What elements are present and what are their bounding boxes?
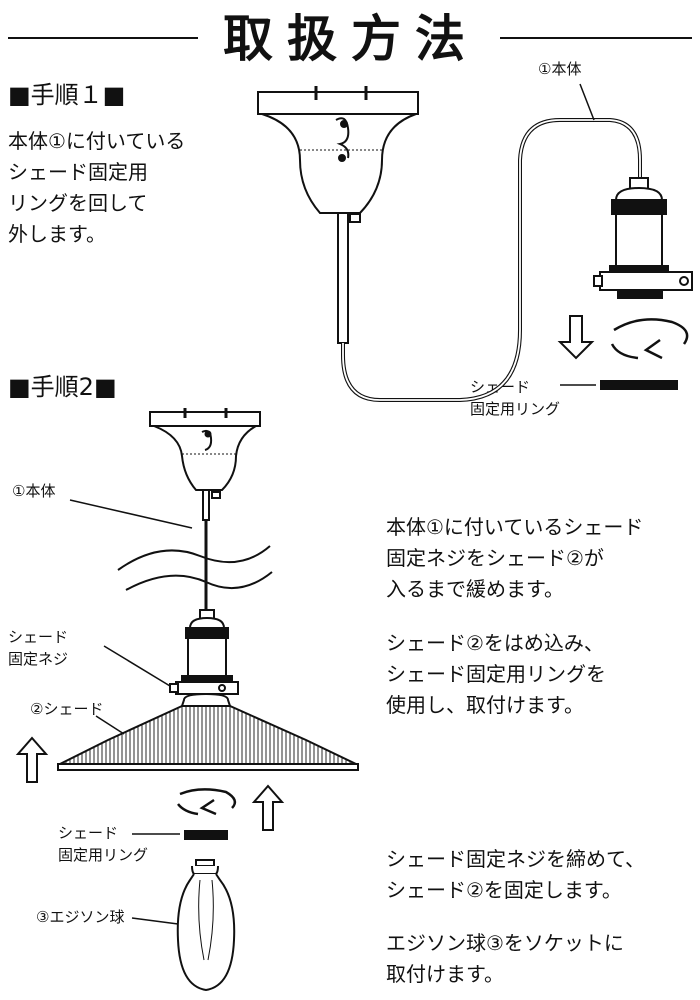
step2-rotate-icon [177, 788, 237, 816]
step1-body-leader [579, 83, 595, 121]
step1-ring-part [600, 380, 678, 390]
step2-rod [202, 489, 221, 521]
para-line: 入るまで緩めます。 [386, 577, 564, 601]
step2-bulb-label: ③エジソン球 [36, 908, 125, 926]
step2-bulb [176, 859, 236, 992]
step2-para-2: シェード②をはめ込み、 シェード固定用リングを 使用し、取付けます。 [386, 628, 606, 721]
step1-socket [593, 177, 693, 299]
para-line: シェード固定ネジを締めて、 [386, 847, 645, 871]
step1-body-label: ①本体 [538, 60, 582, 78]
title-rule-left [8, 37, 198, 39]
para-line: シェード②をはめ込み、 [386, 631, 604, 655]
step1-down-arrow-icon [557, 315, 595, 360]
step1-canopy [257, 86, 419, 214]
step2-screw-label: シェード 固定ネジ [8, 626, 68, 670]
step2-screw-label-line: 固定ネジ [8, 650, 69, 668]
step2-ring-label-line: シェード [58, 824, 119, 842]
step2-shade [57, 692, 359, 771]
step1-line: リングを回して [8, 191, 148, 215]
step1-rod [337, 212, 361, 344]
step2-screw-label-line: シェード [8, 628, 69, 646]
step2-ring-part [184, 830, 228, 840]
step2-para-3: シェード固定ネジを締めて、 シェード②を固定します。 [386, 844, 645, 906]
para-line: シェード固定用リングを [386, 662, 606, 686]
step1-cord [341, 118, 642, 402]
step2-shade-leader [95, 715, 125, 735]
step2-canopy [149, 408, 261, 491]
step1-line: 外します。 [8, 222, 106, 246]
step2-up-arrow-right-icon [251, 784, 285, 831]
step2-body-leader [69, 499, 193, 529]
step2-cord [117, 520, 273, 610]
title-rule-right [500, 37, 692, 39]
para-line: 使用し、取付けます。 [386, 693, 584, 717]
para-line: エジソン球③をソケットに [386, 931, 624, 955]
para-line: シェード②を固定します。 [386, 878, 622, 902]
step2-body-label: ①本体 [12, 482, 56, 500]
step1-instructions: 本体①に付いている シェード固定用 リングを回して 外します。 [8, 126, 185, 250]
para-line: 本体①に付いているシェード [386, 515, 644, 539]
step2-up-arrow-left-icon [15, 736, 49, 783]
step2-para-1: 本体①に付いているシェード 固定ネジをシェード②が 入るまで緩めます。 [386, 512, 643, 605]
step2-bulb-leader [131, 917, 179, 925]
step1-rotate-icon [610, 318, 689, 360]
para-line: 固定ネジをシェード②が [386, 546, 604, 570]
step2-ring-label: シェード 固定用リング [58, 822, 148, 866]
page-title: 取扱方法 [223, 10, 479, 68]
step1-line: シェード固定用 [8, 160, 148, 184]
step2-socket [169, 609, 239, 695]
step1-line: 本体①に付いている [8, 129, 186, 153]
step2-ring-label-line: 固定用リング [58, 846, 149, 864]
step2-shade-label: ②シェード [30, 700, 104, 718]
step2-screw-leader [103, 645, 171, 687]
step2-heading: ■手順2■ [8, 373, 117, 401]
step1-heading: ■手順１■ [8, 81, 126, 109]
step2-para-4: エジソン球③をソケットに 取付けます。 [386, 928, 624, 990]
para-line: 取付けます。 [386, 962, 504, 986]
step1-ring-label-line: 固定用リング [470, 400, 561, 418]
